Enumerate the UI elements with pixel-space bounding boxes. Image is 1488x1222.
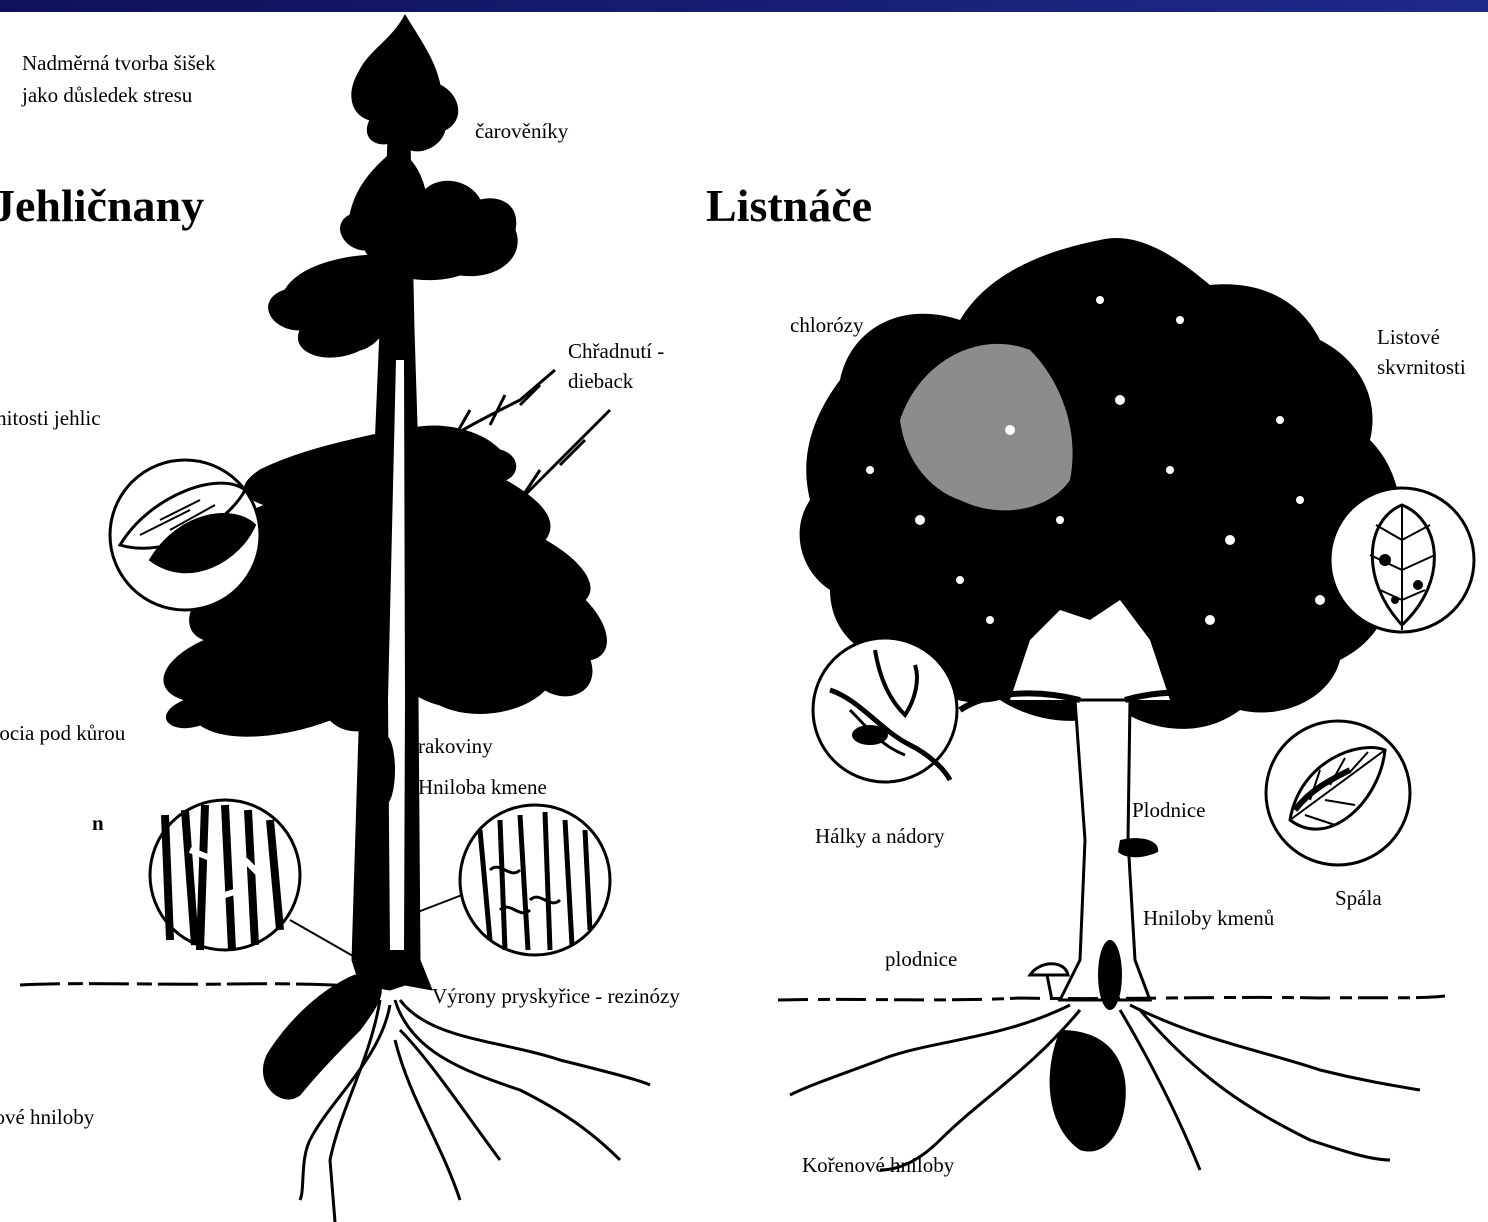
label-bark-necrosis: nekrocia pod kůrou xyxy=(0,718,125,748)
label-galls: Hálky a nádory xyxy=(815,821,944,851)
label-stray-mark: n xyxy=(92,808,104,838)
label-needle-spots: skvrnitosti jehlic xyxy=(0,403,101,433)
label-chlorosis: chlorózy xyxy=(790,310,863,340)
root-rot-mass xyxy=(1050,1030,1126,1152)
label-resin: Výrony pryskyřice - rezinózy xyxy=(432,981,680,1011)
label-stem-rot: Hniloba kmene xyxy=(418,772,547,802)
label-cones-line2: jako důsledek stresu xyxy=(22,80,192,110)
label-dieback-line2: dieback xyxy=(568,366,633,396)
label-leaf-spots-line1: Listové xyxy=(1377,322,1440,352)
label-cankers: rakoviny xyxy=(418,731,493,761)
label-leaf-spots-line2: skvrnitosti xyxy=(1377,352,1466,382)
label-witches-broom: čarověníky xyxy=(475,116,568,146)
label-root-rot-right: Kořenové hniloby xyxy=(802,1150,954,1180)
canker-mark xyxy=(375,735,395,805)
label-fruiting-body: Plodnice xyxy=(1132,795,1206,825)
ground-line-left xyxy=(20,984,380,987)
label-stem-rots: Hniloby kmenů xyxy=(1143,903,1274,933)
conifers-title: Jehličnany xyxy=(0,180,204,232)
label-scorch: Spála xyxy=(1335,883,1382,913)
fruiting-body-mark xyxy=(1118,838,1158,857)
bark-inset-right xyxy=(410,805,610,955)
label-cones-line1: Nadměrná tvorba šišek xyxy=(22,48,216,78)
label-dieback-line1: Chřadnutí - xyxy=(568,336,664,366)
bark-inset-left xyxy=(150,800,360,960)
label-fruiting-body-lower: plodnice xyxy=(885,944,957,974)
needle-spot-inset xyxy=(110,460,260,610)
label-root-rot-left: Kořenové hniloby xyxy=(0,1102,94,1132)
scorch-inset xyxy=(1266,721,1410,865)
leaf-spot-inset xyxy=(1330,488,1474,632)
broadleaf-title: Listnáče xyxy=(706,180,872,232)
gall-inset xyxy=(813,638,957,782)
